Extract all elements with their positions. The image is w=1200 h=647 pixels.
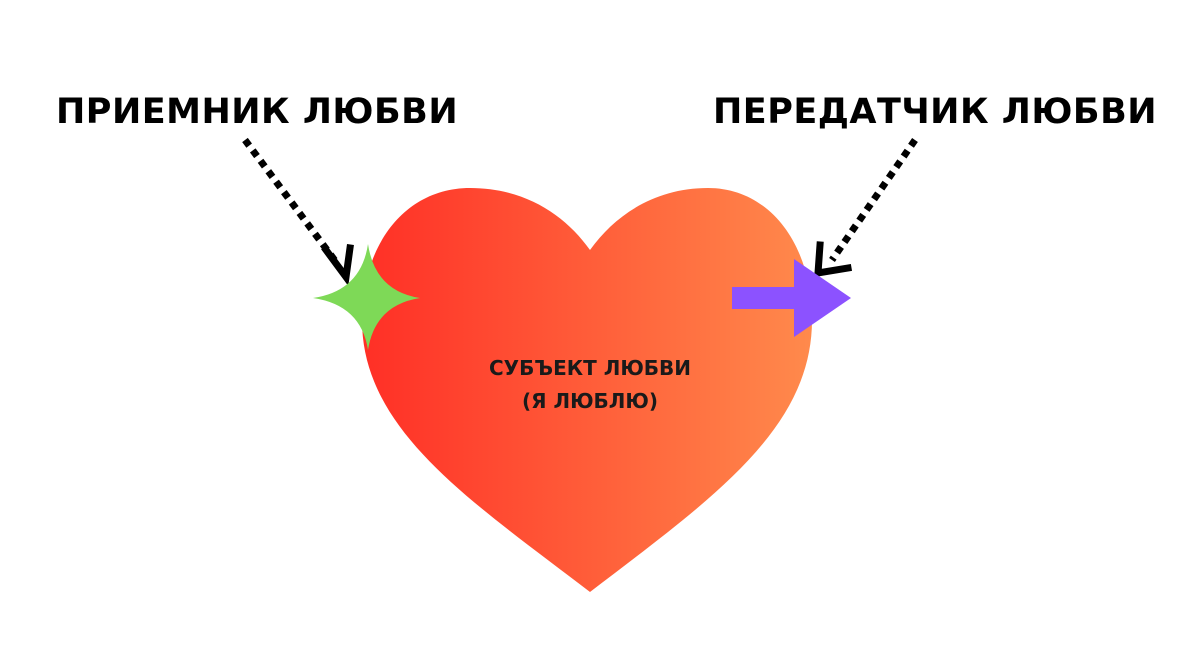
heart-shape	[362, 188, 812, 592]
receiver-label: ПРИЕМНИК ЛЮБВИ	[56, 92, 459, 132]
receiver-pointer-line	[242, 137, 339, 265]
subject-line-1: СУБЪЕКТ ЛЮБВИ	[488, 356, 692, 380]
subject-label: СУБЪЕКТ ЛЮБВИ (Я ЛЮБЛЮ)	[440, 352, 740, 418]
receiver-pointer-head	[321, 244, 354, 286]
subject-line-2: (Я ЛЮБЛЮ)	[521, 389, 659, 413]
four-point-star-icon	[313, 244, 420, 350]
transmitter-label: ПЕРЕДАТЧИК ЛЮБВИ	[713, 92, 1158, 132]
transmitter-pointer-line	[829, 138, 918, 262]
right-arrow-icon	[732, 259, 851, 337]
transmitter-pointer-head	[814, 241, 853, 278]
